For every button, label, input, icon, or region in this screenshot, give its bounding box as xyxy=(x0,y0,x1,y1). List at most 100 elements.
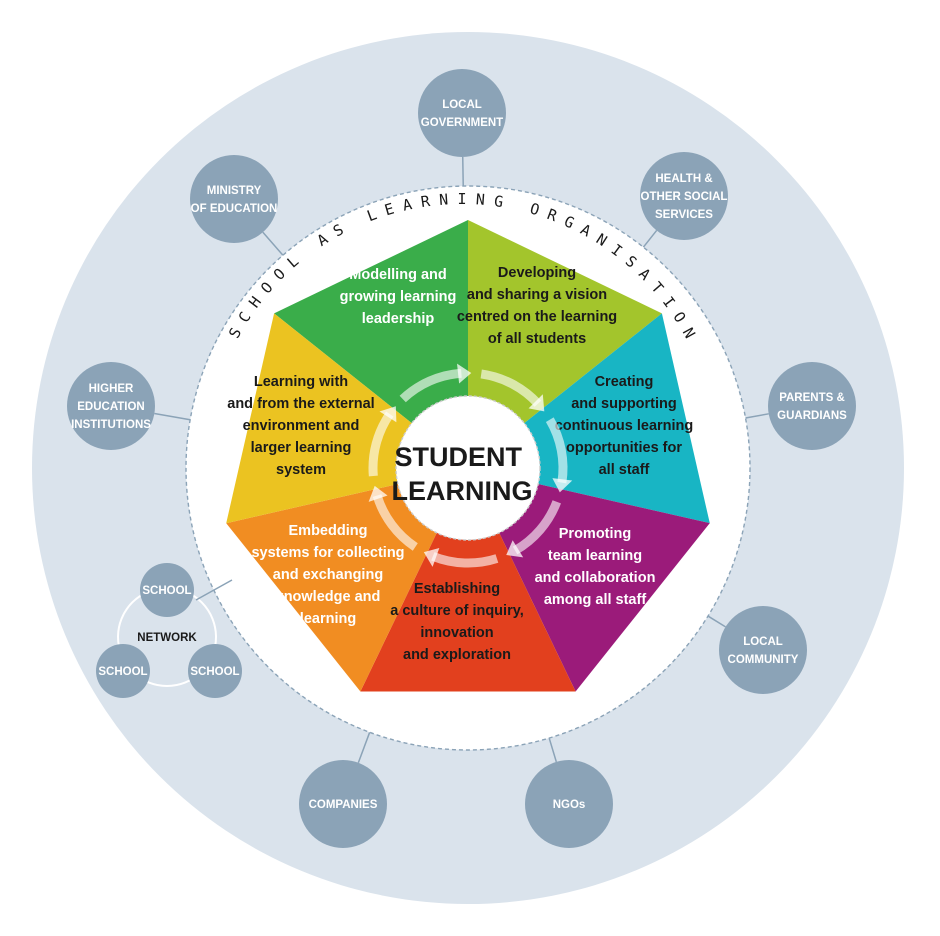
segment-label-line: environment and xyxy=(243,418,360,434)
center-title-line-2: LEARNING xyxy=(392,476,533,506)
network-label: NETWORK xyxy=(137,632,197,644)
node-ngos-circle xyxy=(525,760,613,848)
segment-label-line: leadership xyxy=(362,311,435,327)
center-title: STUDENT LEARNING xyxy=(392,442,533,506)
node-label-line: LOCAL xyxy=(743,636,783,648)
connector-companies xyxy=(357,732,371,764)
node-companies-label: COMPANIES xyxy=(309,799,378,811)
cycle-arrow-4 xyxy=(431,552,499,568)
segment-label-line: Learning with xyxy=(254,374,348,390)
segment-label-line: learning xyxy=(300,611,356,627)
segment-label-line: of all students xyxy=(488,331,586,347)
segment-label-line: and collaboration xyxy=(535,570,656,586)
network-school-3-circle xyxy=(188,644,242,698)
segment-inquiry xyxy=(360,468,576,692)
node-label-line: EDUCATION xyxy=(77,401,145,413)
segment-label-line: system xyxy=(276,462,326,478)
cycle-arrow-7 xyxy=(399,368,462,403)
cycle-arrowhead-7 xyxy=(457,363,472,384)
segment-label-line: all staff xyxy=(599,462,650,478)
cycle-arrows xyxy=(368,363,573,568)
network-connector xyxy=(195,579,233,601)
connector-local-community xyxy=(707,615,726,628)
segment-vision xyxy=(467,220,662,468)
cycle-arrowhead-1 xyxy=(528,394,545,412)
cycle-arrow-5 xyxy=(372,494,418,551)
center-title-line-1: STUDENT xyxy=(394,442,522,472)
node-local-community-label: LOCAL COMMUNITY xyxy=(728,636,799,666)
network-school-3-label: SCHOOL xyxy=(190,666,239,678)
segment-label-line: opportunities for xyxy=(566,440,682,456)
cycle-arrow-3 xyxy=(512,500,561,555)
center-circle xyxy=(395,395,541,541)
node-label-line: COMPANIES xyxy=(309,799,378,811)
segment-label-line: Promoting xyxy=(559,526,632,542)
connector-health xyxy=(642,229,658,248)
cycle-arrowhead-5 xyxy=(368,485,388,502)
network-school-2-circle xyxy=(96,644,150,698)
node-label-line: INSTITUTIONS xyxy=(71,419,151,431)
segment-label-line: a culture of inquiry, xyxy=(390,603,523,619)
node-ngos-label: NGOs xyxy=(553,799,586,811)
node-local-government-circle xyxy=(418,69,506,157)
node-label-line: OTHER SOCIAL xyxy=(641,191,728,203)
node-ministry-label: MINISTRY OF EDUCATION xyxy=(191,185,278,215)
network-school-1-label: SCHOOL xyxy=(142,585,191,597)
cycle-arrow-6 xyxy=(368,411,394,477)
node-label-line: NGOs xyxy=(553,799,586,811)
segment-label-modelling: Modelling and growing learning leadership xyxy=(340,267,457,327)
segment-label-line: and exploration xyxy=(403,647,511,663)
node-local-community-circle xyxy=(719,606,807,694)
cycle-arrowhead-4 xyxy=(423,548,440,567)
cycle-arrow-1 xyxy=(480,369,542,407)
segment-label-line: growing learning xyxy=(340,289,457,305)
node-label-line: GUARDIANS xyxy=(777,410,847,422)
node-higher-education-circle xyxy=(67,362,155,450)
segment-label-line: knowledge and xyxy=(276,589,381,605)
node-higher-education-label: HIGHER EDUCATION INSTITUTIONS xyxy=(71,383,151,431)
segment-label-line: Modelling and xyxy=(349,267,446,283)
node-parents-label: PARENTS &GUARDIANS xyxy=(777,392,847,422)
segment-modelling xyxy=(274,220,468,468)
segment-team xyxy=(468,468,710,692)
node-parents-circle xyxy=(768,362,856,450)
connector-lines xyxy=(154,156,769,764)
segment-systems xyxy=(226,468,468,692)
segment-label-line: and exchanging xyxy=(273,567,383,583)
connector-higher-education xyxy=(154,412,191,421)
network-school-2-label: SCHOOL xyxy=(98,666,147,678)
segment-label-inquiry: Establishing a culture of inquiry, innovat… xyxy=(390,581,523,663)
node-companies-circle xyxy=(299,760,387,848)
segment-label-line: and sharing a vision xyxy=(467,287,607,303)
node-label-line: HIGHER xyxy=(89,383,134,395)
connector-ngos xyxy=(548,737,558,763)
node-ministry-circle xyxy=(190,155,278,243)
node-label-line: MINISTRY xyxy=(207,185,262,197)
cycle-arrowhead-2 xyxy=(552,478,573,493)
segment-label-line: and supporting xyxy=(571,396,677,412)
segment-label-line: innovation xyxy=(420,625,493,641)
segment-label-line: Developing xyxy=(498,265,576,281)
segment-label-line: team learning xyxy=(548,548,642,564)
segment-label-line: among all staff xyxy=(544,592,646,608)
segment-label-line: systems for collecting xyxy=(251,545,404,561)
node-label-line: HEALTH & xyxy=(655,173,712,185)
cycle-arrowhead-3 xyxy=(506,540,524,558)
node-label-line: OF EDUCATION xyxy=(191,203,278,215)
network-school-1-circle xyxy=(140,563,194,617)
cycle-arrowhead-6 xyxy=(379,406,397,423)
segment-label-line: continuous learning xyxy=(555,418,694,434)
school-network: SCHOOL SCHOOL SCHOOL NETWORK xyxy=(96,563,242,698)
cycle-arrow-2 xyxy=(545,417,568,484)
node-label-line: COMMUNITY xyxy=(728,654,799,666)
segment-label-line: Establishing xyxy=(414,581,500,597)
connector-parents xyxy=(745,413,769,419)
node-label-line: GOVERNMENT xyxy=(421,117,503,129)
